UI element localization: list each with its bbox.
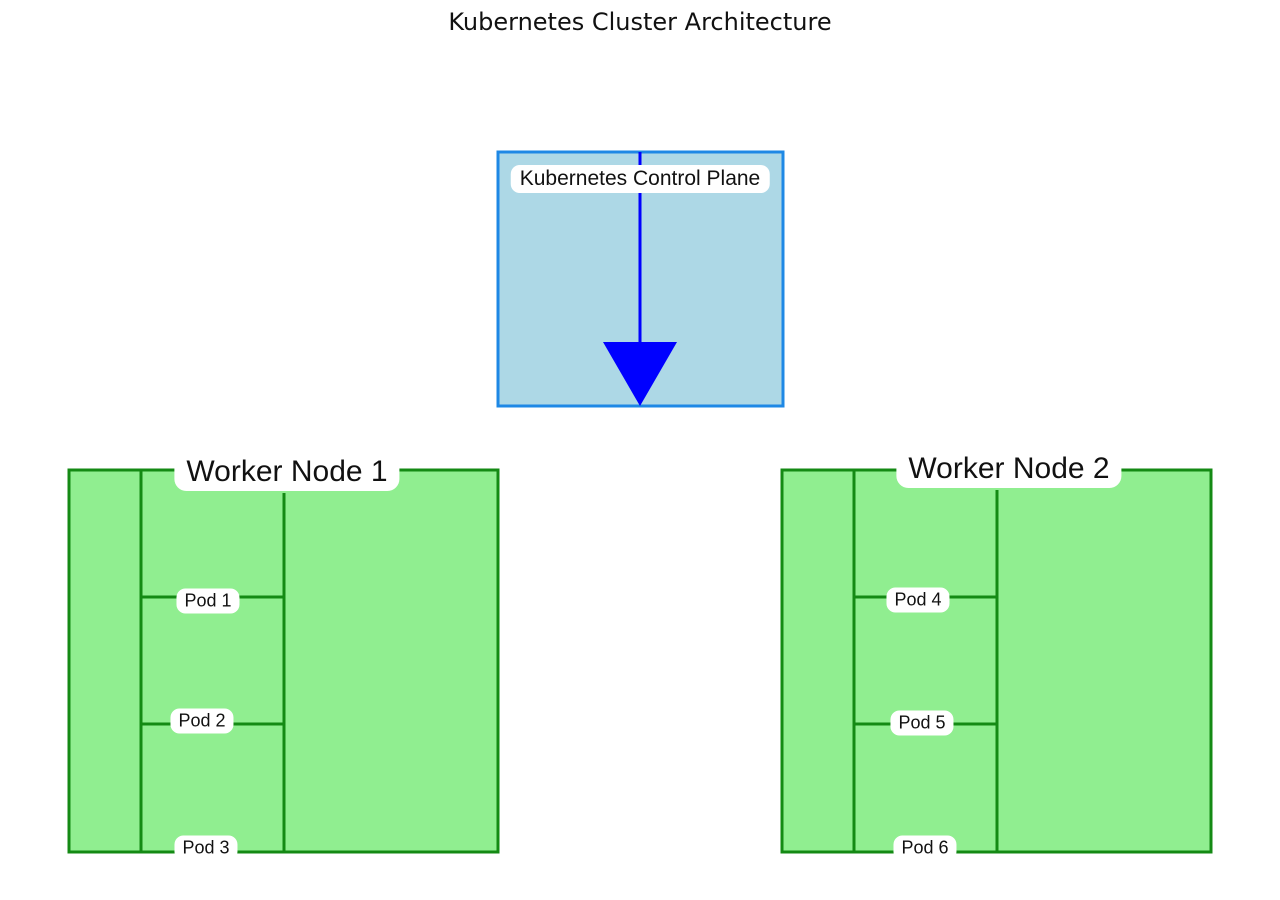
pod-1-label: Pod 1 <box>176 588 240 614</box>
pod-2-label: Pod 2 <box>170 708 234 734</box>
pod-3-label: Pod 3 <box>174 835 238 861</box>
pod-6-label: Pod 6 <box>893 835 957 861</box>
diagram-title: Kubernetes Cluster Architecture <box>448 8 832 36</box>
control-plane-label: Kubernetes Control Plane <box>510 165 770 193</box>
worker-node-1-label: Worker Node 1 <box>174 453 400 491</box>
control-plane-arrow-head <box>603 342 677 406</box>
worker-node-2-label: Worker Node 2 <box>896 450 1122 488</box>
pod-4-label: Pod 4 <box>886 587 950 613</box>
pod-5-label: Pod 5 <box>890 710 954 736</box>
